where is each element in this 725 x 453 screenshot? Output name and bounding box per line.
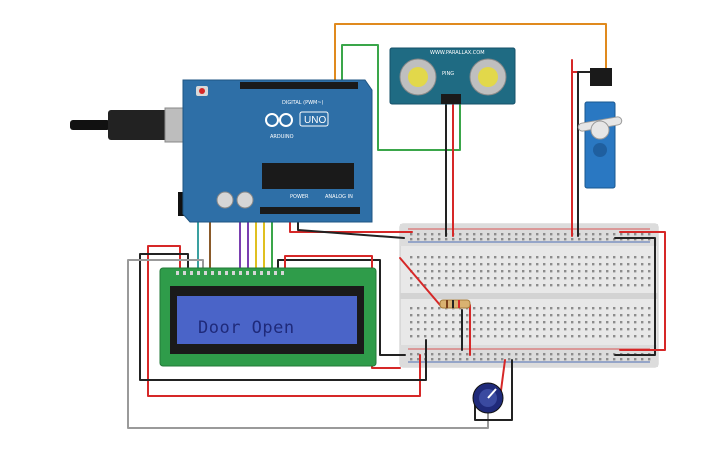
arduino-uno-board: ARDUINO UNO DIGITAL (PWM~) POWER ANALOG … bbox=[70, 79, 373, 223]
lcd-module: Door Open bbox=[159, 267, 377, 367]
power-pins-label: POWER bbox=[290, 194, 309, 200]
digital-pins-label: DIGITAL (PWM~) bbox=[282, 100, 324, 106]
potentiometer bbox=[472, 382, 504, 414]
arduino-model-label: UNO bbox=[304, 115, 326, 126]
sensor-site-label: WWW.PARALLAX.COM bbox=[430, 50, 485, 56]
analog-pins-label: ANALOG IN bbox=[325, 194, 353, 200]
ultrasonic-sensor: PING WWW.PARALLAX.COM bbox=[389, 47, 516, 105]
servo-motor bbox=[577, 68, 623, 189]
sensor-model-label: PING bbox=[442, 71, 454, 77]
lcd-display-text: Door Open bbox=[198, 318, 295, 338]
reset-button bbox=[199, 88, 205, 94]
arduino-logo-icon bbox=[265, 113, 293, 127]
arduino-brand-label: ARDUINO bbox=[270, 134, 294, 140]
breadboard bbox=[399, 223, 659, 368]
usb-cable-icon bbox=[70, 120, 110, 130]
resistor bbox=[439, 299, 471, 309]
